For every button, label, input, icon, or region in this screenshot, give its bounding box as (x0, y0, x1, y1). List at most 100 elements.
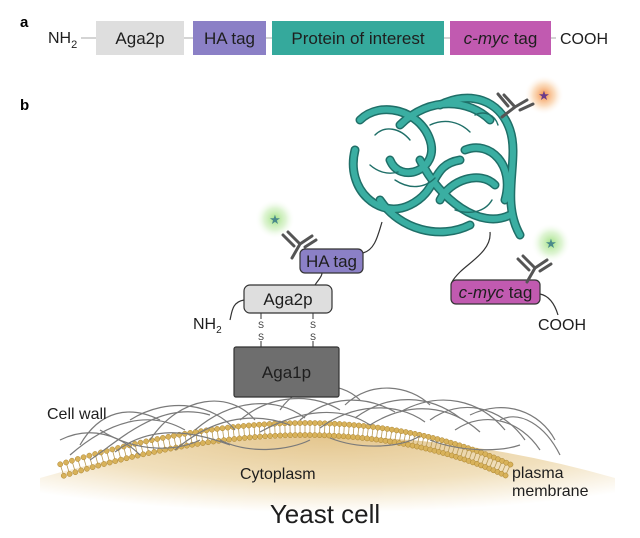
lipid-head (57, 461, 64, 468)
plasma-membrane (57, 420, 514, 479)
lipid-head (72, 469, 79, 476)
lipid-head (277, 432, 284, 439)
lipid-head (321, 432, 328, 439)
lipid-head (302, 432, 308, 438)
lipid-head (302, 420, 308, 426)
fluorophore-star-icon: ★ (538, 88, 550, 103)
lipid-head (145, 450, 152, 456)
ha-tag-label: HA tag (306, 252, 357, 271)
lipid-head (140, 451, 147, 458)
lipid-head (235, 423, 242, 430)
lipid-head (389, 426, 395, 433)
c-terminus-label: COOH (560, 31, 608, 48)
lipid-head (307, 420, 313, 426)
lipid-head (156, 447, 163, 454)
lipid-head (112, 458, 119, 464)
cell-wall-label: Cell wall (47, 406, 107, 423)
lipid-head (507, 461, 514, 468)
myc-tag-label: c-myc tag (459, 283, 533, 302)
lipid-head (272, 432, 279, 439)
fluorophore-star-icon: ★ (545, 236, 557, 251)
lipid-head (368, 436, 375, 442)
lipid-head (86, 452, 93, 459)
lipid-head (256, 421, 263, 428)
lipid-head (137, 439, 144, 446)
n-terminus-label: NH2 (48, 30, 77, 51)
lipid-head (89, 464, 96, 471)
aga2p-label: Aga2p (263, 290, 312, 309)
segment-protein-label: Protein of interest (291, 29, 425, 48)
lipid-head (393, 427, 400, 434)
lipid-head (292, 420, 298, 426)
lipid-head (74, 456, 81, 462)
lipid-head (345, 433, 352, 440)
segment-aga2p-label: Aga2p (115, 29, 164, 48)
membrane-label-line2: membrane (512, 483, 589, 500)
lipid-head (292, 432, 298, 438)
lipid-head (257, 433, 263, 440)
lipid-head (331, 432, 337, 439)
lipid-head (317, 420, 323, 427)
nh2-label: NH2 (193, 316, 222, 336)
yeast-cell-label: Yeast cell (270, 499, 380, 529)
disulfide-s1-top: S (258, 320, 264, 330)
antibody-ha: ★ (255, 199, 318, 260)
lipid-head (95, 462, 102, 469)
lipid-head (84, 465, 90, 472)
lipid-head (251, 422, 257, 428)
lipid-head (214, 426, 220, 432)
lipid-head (340, 433, 347, 440)
lipid-head (316, 432, 323, 439)
segment-protein (272, 21, 444, 55)
antibody-protein: ★ (496, 75, 564, 119)
aga1p-label: Aga1p (262, 363, 311, 382)
lipid-head (341, 421, 348, 428)
lipid-head (60, 472, 67, 479)
lipid-head (231, 436, 238, 442)
lipid-head (336, 421, 343, 427)
lipid-head (356, 422, 362, 429)
protein-of-interest-ribbon (348, 93, 525, 240)
lipid-head (346, 421, 353, 428)
disulfide-bonds: S S S S (256, 313, 318, 347)
lipid-head (282, 432, 289, 439)
ha-tag-block (299, 248, 364, 274)
lipid-head (502, 472, 509, 479)
lipid-head (375, 424, 381, 431)
lipid-head (297, 432, 303, 438)
lipid-head (118, 456, 124, 463)
myc-tag-block (450, 279, 541, 305)
lipid-head (336, 433, 342, 439)
lipid-head (370, 424, 377, 430)
segment-ha-tag (193, 21, 266, 55)
segment-aga2p (96, 21, 184, 55)
lipid-head (63, 459, 69, 466)
lipid-head (331, 420, 338, 427)
lipid-head (224, 424, 231, 431)
lipid-head (165, 433, 172, 440)
panel-a: a NH2 Aga2p HA tag Protein of interest c… (20, 14, 618, 55)
panel-b: b (20, 75, 615, 538)
lipid-head (261, 421, 268, 428)
lipid-head (78, 467, 84, 474)
cooh-label: COOH (538, 317, 586, 334)
lipid-head (80, 454, 87, 461)
lipid-head (170, 432, 177, 439)
lipid-head (398, 428, 405, 435)
lipid-head (123, 455, 130, 462)
lipid-head (360, 423, 367, 429)
cell-wall-fibers (59, 385, 561, 461)
cooh-tail (539, 293, 559, 316)
lipid-head (262, 433, 268, 440)
segment-ha-tag-label: HA tag (204, 29, 255, 48)
lipid-head (384, 426, 391, 432)
lipid-head (236, 435, 243, 442)
lipid-head (307, 432, 313, 438)
lipid-head (350, 434, 356, 440)
lipid-head (402, 429, 409, 435)
nh2-tail (229, 299, 245, 321)
lipid-head (226, 436, 232, 443)
lipid-head (412, 430, 418, 437)
fluorophore-star-icon: ★ (269, 212, 281, 227)
lipid-head (106, 459, 113, 466)
